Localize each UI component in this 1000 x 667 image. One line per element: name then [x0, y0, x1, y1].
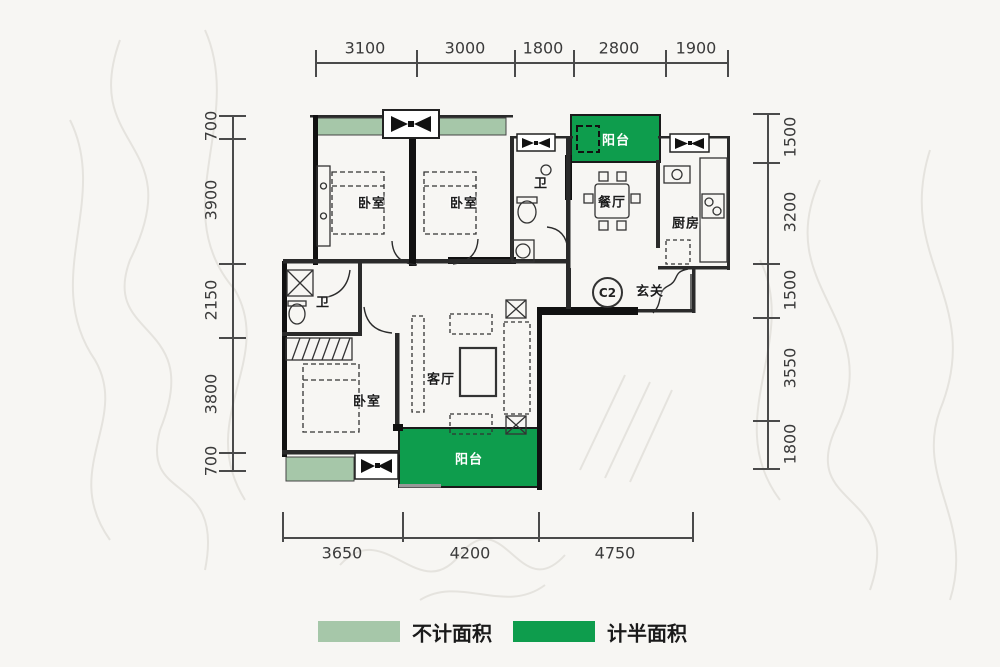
bath1-label: 卫 — [315, 295, 331, 311]
legend-label-not-counted: 不计面积 — [412, 621, 492, 646]
balcony-top-area — [570, 114, 661, 163]
dim-right-3: 1500 — [780, 269, 800, 311]
dim-right-5: 1800 — [780, 423, 800, 465]
bedroom1-door — [391, 240, 418, 266]
dim-bottom-1: 3650 — [321, 543, 363, 563]
dim-left-3: 2150 — [201, 279, 221, 321]
dim-left-4: 3800 — [201, 373, 221, 415]
bedroom3-label: 卧室 — [352, 394, 382, 410]
wardrobe1 — [316, 165, 331, 247]
bed2 — [423, 171, 477, 235]
living-label: 客厅 — [426, 372, 456, 388]
bay-window-bottom-left — [285, 456, 355, 482]
foyer-label: 玄关 — [635, 284, 665, 300]
legend-swatch-half-counted — [513, 621, 595, 642]
dim-right-1: 1500 — [780, 116, 800, 158]
legend-label-half-counted: 计半面积 — [607, 621, 687, 646]
dining-table — [594, 183, 630, 219]
dining-label: 餐厅 — [597, 195, 627, 211]
bay-window-top-right — [436, 117, 507, 136]
bed1 — [331, 171, 385, 235]
dim-left-2: 3900 — [201, 179, 221, 221]
side-table-bottom — [505, 415, 527, 435]
kitchen-sink — [663, 165, 691, 184]
dim-top-4: 2800 — [598, 38, 640, 58]
dim-left-1: 700 — [201, 110, 221, 142]
balcony-bottom-area — [398, 427, 540, 488]
dim-top-2: 3000 — [444, 38, 486, 58]
bath2-label: 卫 — [533, 176, 549, 192]
window-icon-top — [382, 109, 440, 139]
toilet2 — [517, 200, 537, 224]
dim-right-2: 3200 — [780, 191, 800, 233]
bay-window-top-left — [316, 117, 386, 136]
bedroom3-door — [363, 306, 393, 334]
bedroom2-door — [452, 238, 479, 265]
sofa — [503, 321, 531, 415]
kitchen-label: 厨房 — [671, 216, 701, 232]
window-icon-bath — [516, 133, 556, 152]
armchair-bottom — [449, 413, 493, 435]
dim-top-3: 1800 — [522, 38, 564, 58]
sink2 — [540, 164, 552, 176]
shower — [286, 269, 314, 297]
bath2-door — [546, 226, 569, 251]
unit-type-badge: C2 — [592, 277, 623, 308]
legend-swatch-not-counted — [318, 621, 400, 642]
side-table-top — [505, 299, 527, 319]
kitchen-counter — [699, 157, 728, 263]
tv-cabinet — [411, 315, 425, 413]
balcony-sill — [399, 484, 441, 488]
half-area-balconies — [398, 114, 661, 488]
balcony-planter — [576, 125, 600, 153]
walls — [282, 115, 730, 490]
wardrobe3 — [285, 337, 353, 361]
coffee-table — [458, 346, 498, 398]
fridge — [665, 239, 691, 265]
bed3 — [302, 363, 360, 433]
bath1-door — [321, 269, 351, 299]
stove — [701, 193, 725, 219]
dim-top-1: 3100 — [344, 38, 386, 58]
door-swings — [321, 226, 692, 334]
window-icon-bedroom3 — [354, 452, 399, 480]
dim-left-5: 700 — [201, 445, 221, 477]
armchair-top — [449, 313, 493, 335]
window-icons — [354, 109, 710, 480]
dim-bottom-3: 4750 — [594, 543, 636, 563]
washer — [511, 239, 535, 263]
balcony-top-label: 阳台 — [601, 133, 631, 149]
balcony-bottom-label: 阳台 — [454, 452, 484, 468]
dim-bottom-2: 4200 — [449, 543, 491, 563]
entry-door-swing — [652, 268, 689, 314]
bedroom2-label: 卧室 — [449, 196, 479, 212]
furniture — [285, 157, 728, 435]
bedroom1-label: 卧室 — [357, 196, 387, 212]
dim-top-5: 1900 — [675, 38, 717, 58]
window-icon-kitchen — [669, 133, 710, 153]
toilet1 — [288, 303, 306, 325]
dim-right-4: 3550 — [780, 347, 800, 389]
